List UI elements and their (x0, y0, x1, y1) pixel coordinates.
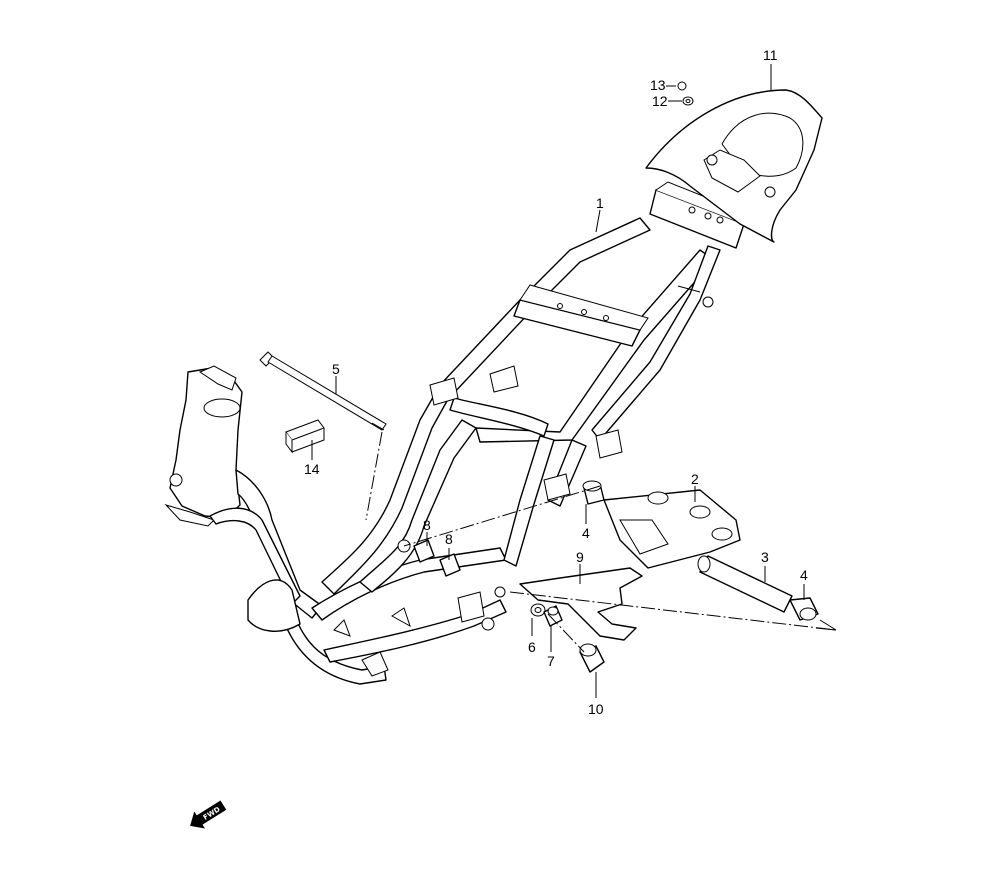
label-part-1: 1 (596, 195, 604, 211)
label-part-8-right: 8 (445, 531, 453, 547)
label-part-13: 13 (650, 77, 666, 93)
label-part-9: 9 (576, 549, 584, 565)
washer-part-12 (682, 96, 694, 106)
label-part-14: 14 (304, 461, 320, 477)
forward-arrow-icon: FWD (190, 800, 227, 829)
label-part-8-left: 8 (423, 517, 431, 533)
washer-part-6 (530, 603, 546, 617)
bushing-part-4-right (789, 597, 819, 621)
label-part-7: 7 (547, 653, 555, 669)
part-labels: 11 13 12 1 5 14 2 4 8 8 3 9 4 6 7 10 (304, 47, 808, 717)
label-part-11: 11 (763, 47, 778, 63)
bolt-part-5 (259, 351, 387, 431)
plate-part-14 (285, 419, 325, 454)
label-part-10: 10 (588, 701, 604, 717)
label-part-12: 12 (652, 93, 668, 109)
bracket-part-9 (519, 567, 643, 641)
bushing-part-4-upper (582, 480, 605, 505)
label-part-5: 5 (332, 361, 340, 377)
label-part-4-right: 4 (800, 567, 808, 583)
rubber-mount-part-8-left (413, 539, 435, 563)
fwd-label: FWD (202, 805, 222, 822)
damper-part-10 (579, 643, 605, 673)
nut-part-7 (543, 605, 563, 627)
main-frame (164, 181, 749, 685)
label-part-3: 3 (761, 549, 769, 565)
pipe-part-3 (697, 555, 793, 613)
engine-bracket-part-2 (603, 489, 741, 569)
rear-fender-part-11 (645, 89, 823, 243)
label-part-6: 6 (528, 639, 536, 655)
leader-lines (311, 64, 837, 698)
label-part-4-upper: 4 (582, 525, 590, 541)
label-part-2: 2 (691, 471, 699, 487)
